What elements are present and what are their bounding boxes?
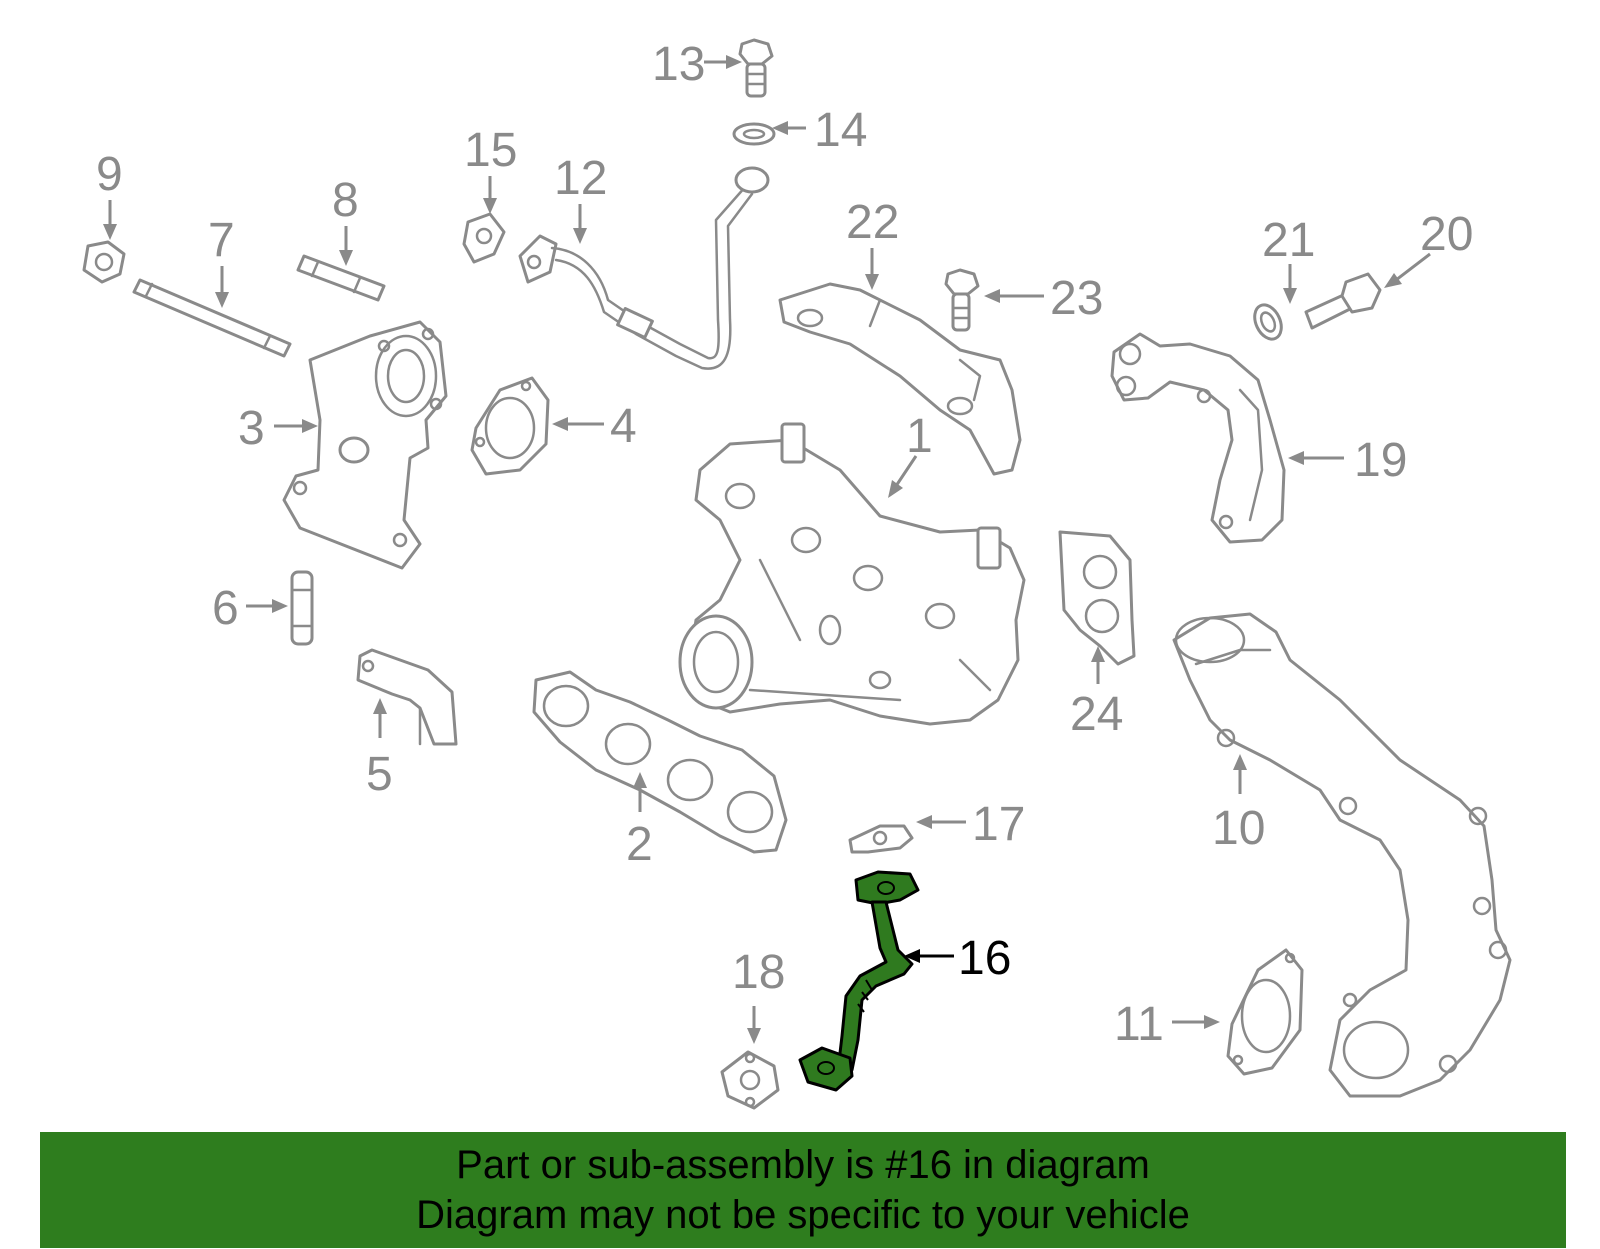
callout-label-14: 14: [814, 104, 867, 157]
callout-5: 5: [366, 698, 393, 801]
callout-2: 2: [626, 772, 653, 871]
callout-label-9: 9: [96, 148, 123, 201]
part-24-gasket: [1058, 530, 1136, 666]
part-17-gasket: [848, 824, 914, 854]
part-1-turbocharger: [678, 422, 1026, 726]
callout-7: 7: [208, 214, 235, 308]
callout-24: 24: [1070, 646, 1123, 741]
part-22-heat-shield: [778, 282, 1022, 476]
banner-line-1: Part or sub-assembly is #16 in diagram: [456, 1143, 1150, 1187]
callout-22: 22: [846, 196, 899, 290]
callout-17: 17: [916, 798, 1025, 851]
part-16-oil-return-pipe: [798, 870, 920, 1092]
part-12-oil-pipe: [518, 166, 770, 370]
callout-15: 15: [464, 124, 517, 214]
callout-10: 10: [1212, 754, 1265, 855]
part-2-manifold-gasket: [532, 670, 788, 854]
part-23-bolt: [944, 268, 980, 332]
callout-19: 19: [1288, 434, 1407, 487]
callout-13: 13: [652, 38, 742, 91]
callout-20: 20: [1384, 208, 1473, 288]
callout-label-8: 8: [332, 174, 359, 227]
part-10-intake-duct: [1172, 612, 1512, 1098]
callout-9: 9: [96, 148, 123, 240]
callout-label-13: 13: [652, 38, 705, 91]
callout-23: 23: [984, 272, 1103, 325]
callout-label-6: 6: [212, 582, 239, 635]
callout-label-10: 10: [1212, 802, 1265, 855]
part-11-gasket: [1226, 948, 1304, 1076]
callout-label-23: 23: [1050, 272, 1103, 325]
part-4-gasket: [470, 376, 550, 476]
info-banner: Part or sub-assembly is #16 in diagram D…: [40, 1132, 1566, 1248]
callout-label-15: 15: [464, 124, 517, 177]
callout-3: 3: [238, 402, 318, 455]
callout-6: 6: [212, 582, 288, 635]
callout-label-22: 22: [846, 196, 899, 249]
part-21-washer: [1253, 303, 1283, 341]
part-14-washer: [732, 122, 776, 146]
part-18-gasket: [720, 1050, 780, 1110]
callout-label-2: 2: [626, 818, 653, 871]
callout-label-4: 4: [610, 400, 637, 453]
part-3-outlet-elbow: [282, 320, 448, 570]
callout-21: 21: [1262, 214, 1315, 304]
part-6-stud: [290, 570, 314, 646]
callout-label-18: 18: [732, 946, 785, 999]
callout-1: 1: [888, 410, 933, 498]
callout-16: 16: [904, 932, 1011, 985]
callout-18: 18: [732, 946, 785, 1044]
part-5-bracket: [356, 648, 458, 746]
part-7-stud: [132, 278, 292, 358]
callout-12: 12: [554, 152, 607, 244]
part-13-bolt: [738, 38, 774, 98]
callout-label-20: 20: [1420, 208, 1473, 261]
callout-label-17: 17: [972, 798, 1025, 851]
part-15-gasket: [462, 212, 506, 264]
callout-4: 4: [552, 400, 637, 453]
part-8-stud: [296, 254, 386, 302]
callout-label-1: 1: [906, 410, 933, 463]
callout-label-19: 19: [1354, 434, 1407, 487]
callout-label-21: 21: [1262, 214, 1315, 267]
callout-11: 11: [1114, 998, 1220, 1051]
callout-label-12: 12: [554, 152, 607, 205]
callout-label-16: 16: [958, 932, 1011, 985]
callout-label-3: 3: [238, 402, 265, 455]
banner-line-2: Diagram may not be specific to your vehi…: [416, 1193, 1190, 1237]
part-9-nut: [82, 240, 126, 284]
callout-label-7: 7: [208, 214, 235, 267]
part-19-pipe: [1110, 332, 1286, 544]
part-20-bolt: [1304, 272, 1382, 330]
callout-label-11: 11: [1114, 998, 1164, 1051]
callout-label-5: 5: [366, 748, 393, 801]
callout-14: 14: [772, 104, 867, 157]
callout-label-24: 24: [1070, 688, 1123, 741]
callout-8: 8: [332, 174, 359, 266]
